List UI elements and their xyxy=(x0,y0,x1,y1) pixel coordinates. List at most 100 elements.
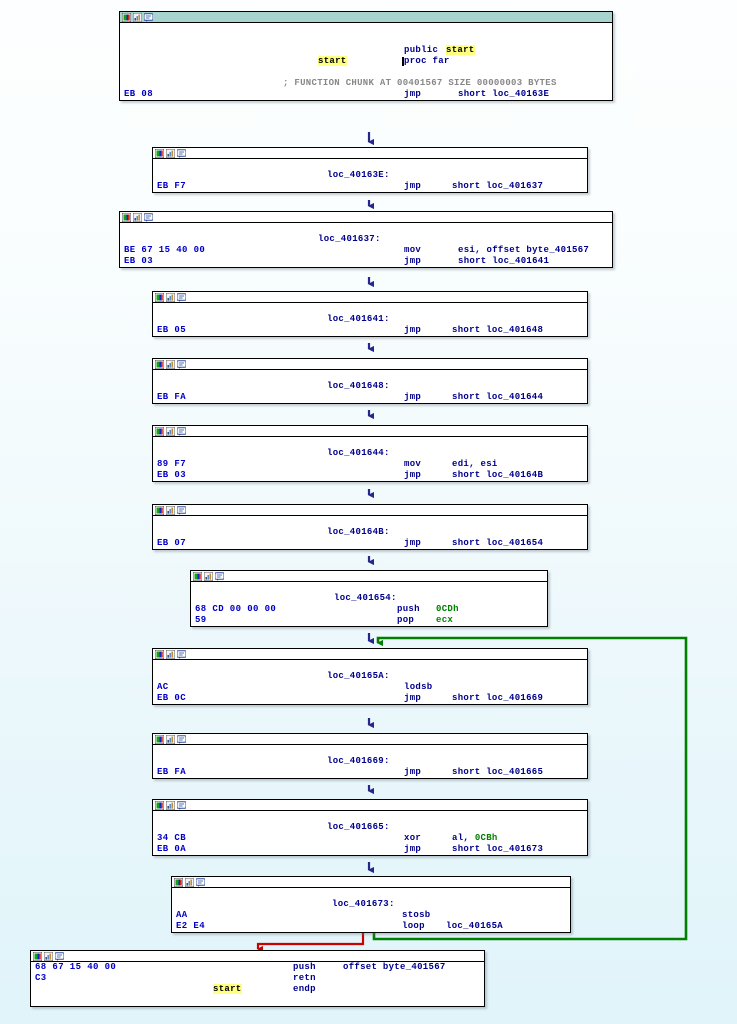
node-color-icon[interactable] xyxy=(155,359,164,369)
node-titlebar[interactable] xyxy=(31,951,484,962)
instruction-operands[interactable]: esi, offset byte_401567 xyxy=(458,245,590,255)
block-label[interactable]: loc_401673: xyxy=(332,899,395,909)
node-chart-icon[interactable] xyxy=(44,951,53,961)
node-titlebar[interactable] xyxy=(153,649,587,660)
node-comment-icon[interactable] xyxy=(196,877,205,887)
proc-name-start[interactable]: start xyxy=(318,56,347,66)
block-label[interactable]: loc_401654: xyxy=(334,593,397,603)
node-chart-icon[interactable] xyxy=(204,571,213,581)
node-comment-icon[interactable] xyxy=(177,426,186,436)
node-chart-icon[interactable] xyxy=(166,734,175,744)
node-color-icon[interactable] xyxy=(155,148,164,158)
opcode-bytes: AA xyxy=(176,910,188,920)
instruction-operands[interactable]: short loc_401673 xyxy=(452,844,544,854)
instruction-operands[interactable]: edi, esi xyxy=(452,459,498,469)
node-comment-icon[interactable] xyxy=(177,800,186,810)
instruction-operands[interactable]: short loc_40163E xyxy=(458,89,550,99)
instruction-operands[interactable]: short loc_401654 xyxy=(452,538,544,548)
node-color-icon[interactable] xyxy=(122,212,131,222)
instruction-operands[interactable]: 0CDh xyxy=(436,604,459,614)
node-titlebar[interactable] xyxy=(153,734,587,745)
block-label[interactable]: loc_40165A: xyxy=(327,671,390,681)
node-titlebar[interactable] xyxy=(120,212,612,223)
symbol-name-start[interactable]: start xyxy=(446,45,475,55)
instruction-operands[interactable]: offset byte_401567 xyxy=(343,962,446,972)
proc-name-start[interactable]: start xyxy=(213,984,242,994)
block-label[interactable]: loc_401644: xyxy=(327,448,390,458)
node-comment-icon[interactable] xyxy=(177,359,186,369)
node-color-icon[interactable] xyxy=(155,292,164,302)
node-color-icon[interactable] xyxy=(155,649,164,659)
node-chart-icon[interactable] xyxy=(166,649,175,659)
block-label[interactable]: loc_40164B: xyxy=(327,527,390,537)
node-chart-icon[interactable] xyxy=(185,877,194,887)
node-titlebar[interactable] xyxy=(172,877,570,888)
node-chart-icon[interactable] xyxy=(166,426,175,436)
instruction-operands[interactable]: loc_40165A xyxy=(446,921,504,931)
block-label[interactable]: loc_401648: xyxy=(327,381,390,391)
instruction-operands[interactable]: short loc_401641 xyxy=(458,256,550,266)
block-label[interactable]: loc_401641: xyxy=(327,314,390,324)
node-comment-icon[interactable] xyxy=(177,292,186,302)
instruction-mnemonic: jmp xyxy=(404,89,422,99)
block-label[interactable]: loc_401669: xyxy=(327,756,390,766)
node-titlebar[interactable] xyxy=(153,359,587,370)
instruction-operands[interactable]: short loc_401648 xyxy=(452,325,544,335)
node-titlebar[interactable] xyxy=(153,148,587,159)
node-chart-icon[interactable] xyxy=(166,505,175,515)
node-chart-icon[interactable] xyxy=(166,359,175,369)
instruction-operands[interactable]: short loc_401644 xyxy=(452,392,544,402)
instruction-operands[interactable]: al, 0CBh xyxy=(452,833,498,843)
node-comment-icon[interactable] xyxy=(177,649,186,659)
node-comment-icon[interactable] xyxy=(55,951,64,961)
node-comment-icon[interactable] xyxy=(177,734,186,744)
instruction-operands[interactable]: short loc_40164B xyxy=(452,470,544,480)
node-color-icon[interactable] xyxy=(155,426,164,436)
node-titlebar[interactable] xyxy=(153,505,587,516)
node-color-icon[interactable] xyxy=(155,505,164,515)
node-color-icon[interactable] xyxy=(155,800,164,810)
node-comment-icon[interactable] xyxy=(144,12,153,22)
node-color-icon[interactable] xyxy=(33,951,42,961)
node-titlebar[interactable] xyxy=(153,292,587,303)
node-color-icon[interactable] xyxy=(174,877,183,887)
block-label[interactable]: loc_401637: xyxy=(318,234,381,244)
node-comment-icon[interactable] xyxy=(177,505,186,515)
node-chart-icon[interactable] xyxy=(133,12,142,22)
block-label[interactable]: loc_40163E: xyxy=(327,170,390,180)
node-chart-icon[interactable] xyxy=(166,800,175,810)
instruction-operands[interactable]: short loc_401637 xyxy=(452,181,544,191)
node-comment-icon[interactable] xyxy=(177,148,186,158)
node-color-icon[interactable] xyxy=(193,571,202,581)
node-titlebar[interactable] xyxy=(191,571,547,582)
node-chart-icon[interactable] xyxy=(166,292,175,302)
node-chart-icon[interactable] xyxy=(133,212,142,222)
node-comment-icon[interactable] xyxy=(215,571,224,581)
node-titlebar[interactable] xyxy=(153,800,587,811)
instruction-operands[interactable]: ecx xyxy=(436,615,454,625)
node-comment-icon[interactable] xyxy=(144,212,153,222)
instruction-operands[interactable]: short loc_401669 xyxy=(452,693,544,703)
node-chart-icon[interactable] xyxy=(166,148,175,158)
node-titlebar[interactable] xyxy=(153,426,587,437)
node-color-icon[interactable] xyxy=(122,12,131,22)
instruction-operands[interactable]: short loc_401665 xyxy=(452,767,544,777)
node-titlebar[interactable] xyxy=(120,12,612,23)
node-color-icon[interactable] xyxy=(155,734,164,744)
block-label[interactable]: loc_401665: xyxy=(327,822,390,832)
